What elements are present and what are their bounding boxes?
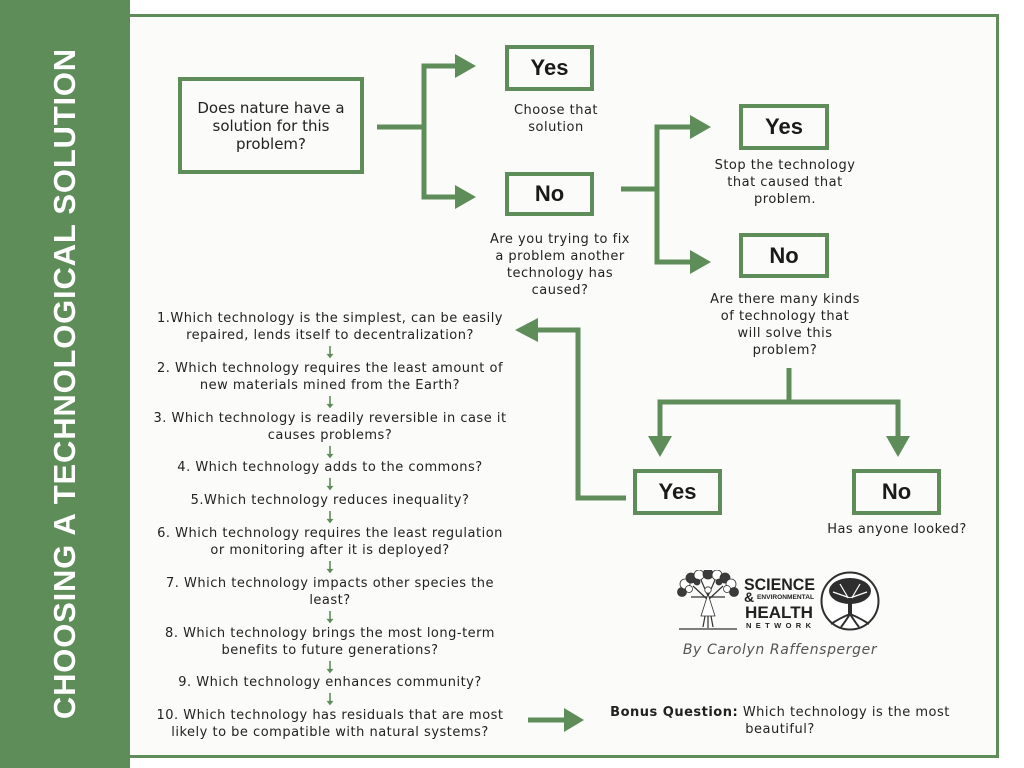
caption-choose-solution: Choose that solution [513, 103, 599, 135]
logo-line-network: NETWORK [746, 621, 812, 630]
no-label: No [534, 181, 565, 206]
down-arrow-icon [326, 345, 334, 359]
fix-yes-box: Yes [739, 104, 829, 150]
bonus-label: Bonus Question: [610, 705, 739, 720]
nature-no-box: No [505, 172, 594, 216]
down-arrow-icon [326, 610, 334, 624]
circle-tree-emblem-icon [820, 571, 880, 631]
many-yes-box: Yes [633, 469, 722, 515]
caption-many-kinds-question: Are there many kinds of technology that … [710, 292, 860, 358]
list-item: 2. Which technology requires the least a… [156, 360, 504, 393]
sehn-logo: SCIENCE & ENVIRONMENTAL HEALTH NETWORK [677, 570, 880, 631]
list-item: 6. Which technology requires the least r… [157, 525, 503, 558]
list-item: 5.Which technology reduces inequality? [190, 493, 470, 509]
list-item: 10. Which technology has residuals that … [156, 708, 504, 741]
logo-line-health: HEALTH [745, 603, 813, 622]
yes-label: Yes [765, 114, 803, 139]
caption-stop-technology: Stop the technology that caused that pro… [714, 158, 856, 207]
yes-label: Yes [530, 55, 569, 80]
logo-ampersand: & [744, 589, 754, 605]
down-arrow-icon [326, 511, 334, 524]
down-arrow-icon [326, 478, 334, 491]
down-arrow-icon [326, 693, 334, 706]
down-arrow-icon [326, 560, 334, 574]
list-item: 4. Which technology adds to the commons? [177, 460, 483, 476]
logo-line-science: SCIENCE [744, 575, 815, 594]
start-question-text: Does nature have a solution for this pro… [197, 98, 345, 153]
sidebar-title: CHOOSING A TECHNOLOGICAL SOLUTION [47, 48, 82, 720]
caption-anyone-looked: Has anyone looked? [827, 522, 967, 537]
list-item: 3. Which technology is readily reversibl… [153, 410, 507, 443]
logo-line-environmental: ENVIRONMENTAL [757, 594, 814, 601]
author-credit: By Carolyn Raffensperger [682, 642, 878, 658]
down-arrow-icon [326, 395, 334, 409]
list-item: 7. Which technology impacts other specie… [165, 575, 494, 608]
sidebar: CHOOSING A TECHNOLOGICAL SOLUTION [0, 0, 130, 768]
list-item: 1.Which technology is the simplest, can … [157, 311, 503, 343]
tree-woman-emblem-icon [677, 570, 739, 630]
down-arrow-icon [326, 445, 334, 458]
no-label: No [881, 479, 912, 504]
no-label: No [769, 242, 799, 268]
question-list: 1.Which technology is the simplest, can … [150, 310, 510, 741]
start-question-box: Does nature have a solution for this pro… [178, 77, 364, 174]
list-item: 8. Which technology brings the most long… [165, 625, 495, 658]
list-item: 9. Which technology enhances community? [178, 675, 482, 691]
yes-label: Yes [658, 479, 697, 504]
bonus-question: Bonus Question: Which technology is the … [580, 704, 980, 738]
down-arrow-icon [326, 660, 334, 673]
fix-no-box: No [739, 233, 829, 278]
many-no-box: No [852, 469, 941, 515]
caption-fix-question: Are you trying to fix a problem another … [489, 232, 631, 298]
bonus-text: Which technology is the most beautiful? [742, 705, 950, 737]
nature-yes-box: Yes [505, 45, 594, 91]
